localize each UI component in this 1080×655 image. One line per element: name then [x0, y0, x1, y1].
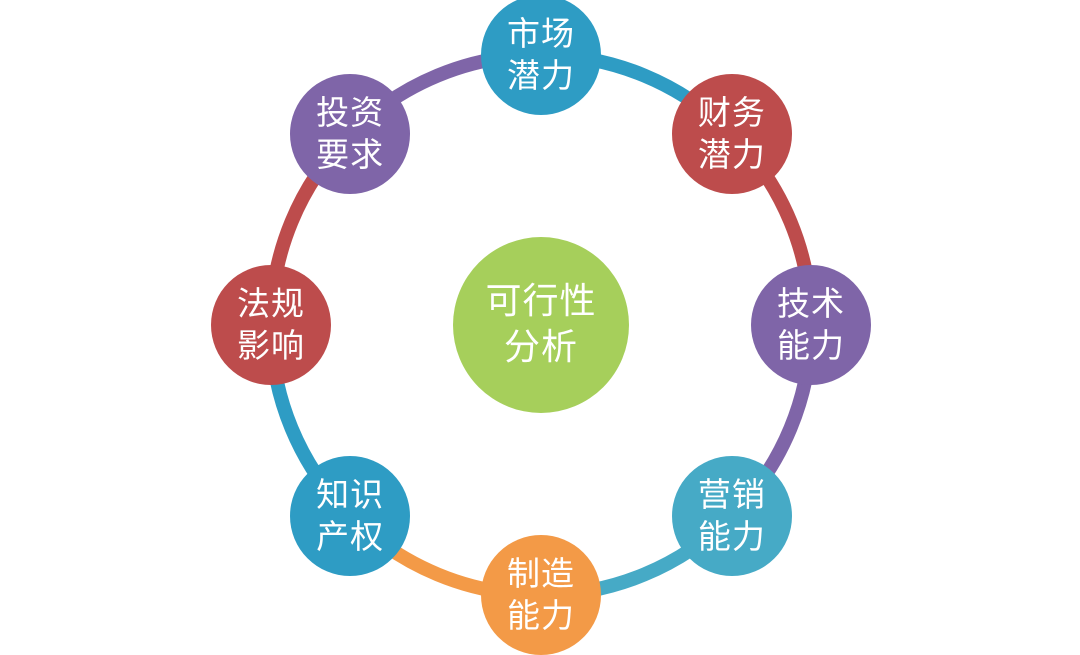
node-technical-capability: 技术 能力 [751, 265, 871, 385]
node-marketing-capability: 营销 能力 [671, 455, 792, 576]
node-label: 营销 能力 [697, 474, 766, 556]
node-label: 法规 影响 [237, 284, 305, 365]
node-label: 市场 潜力 [507, 14, 575, 95]
node-financial-potential: 财务 潜力 [671, 74, 792, 195]
node-label: 制造 能力 [507, 554, 575, 635]
node-label: 投资 要求 [316, 93, 385, 175]
node-market-potential: 市场 潜力 [481, 0, 601, 115]
node-label: 技术 能力 [777, 284, 845, 365]
node-intellectual-property: 知识 产权 [290, 455, 411, 576]
node-investment-requirement: 投资 要求 [290, 74, 411, 195]
node-regulatory-impact: 法规 影响 [211, 265, 331, 385]
center-node-label: 可行性 分析 [485, 281, 597, 368]
center-node-feasibility-analysis: 可行性 分析 [453, 237, 629, 413]
node-manufacturing-capability: 制造 能力 [481, 535, 601, 655]
node-label: 知识 产权 [316, 474, 385, 556]
node-label: 财务 潜力 [697, 93, 766, 175]
